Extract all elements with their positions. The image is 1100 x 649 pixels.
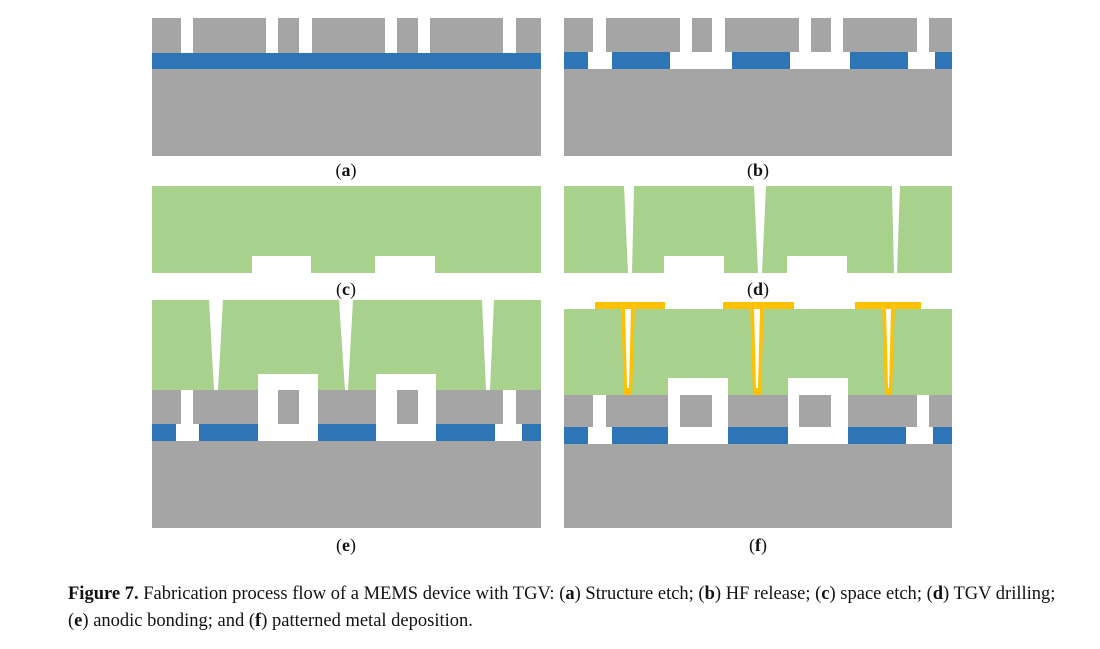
figure-caption: Figure 7. Fabrication process flow of a … — [68, 584, 1056, 631]
figure-label: Figure 7. — [68, 584, 139, 604]
panel-label-d: (d) — [746, 279, 770, 299]
panel-label-f: (f) — [749, 535, 767, 555]
panel-d-tgv-drilling — [564, 186, 952, 273]
caption-text: Fabrication process flow of a MEMS devic… — [143, 584, 555, 604]
panel-b-hf-release — [564, 18, 952, 156]
panel-e-anodic-bonding — [152, 300, 541, 528]
panel-a-structure-etch — [152, 18, 541, 156]
panel-label-a: (a) — [335, 160, 357, 180]
panel-label-b: (b) — [746, 160, 770, 180]
panel-c-space-etch — [152, 186, 541, 273]
metal-traces — [595, 302, 921, 395]
panel-label-c: (c) — [336, 279, 356, 299]
panel-f-metal-deposition — [564, 302, 952, 528]
panel-label-e: (e) — [336, 535, 356, 555]
